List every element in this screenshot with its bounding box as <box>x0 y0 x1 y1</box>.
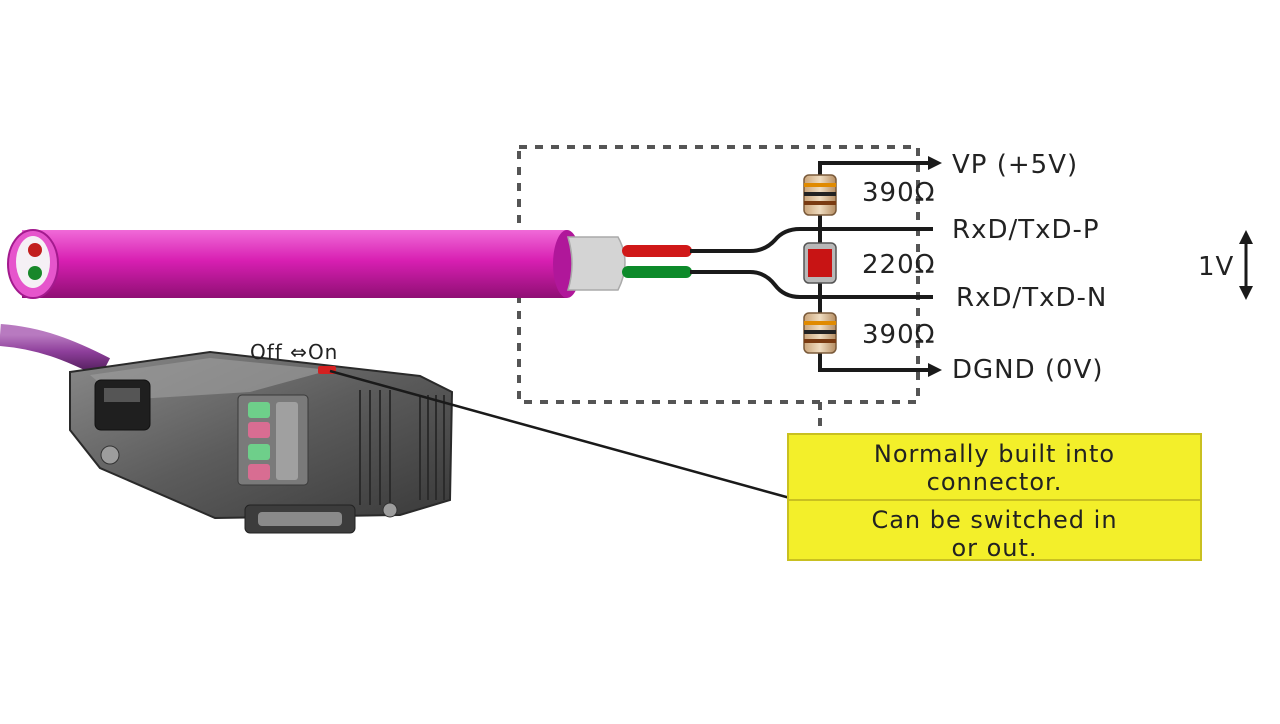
voltage-label: 1V <box>1198 252 1235 282</box>
note-divider <box>789 499 1200 501</box>
resistor-mid-220 <box>803 242 837 284</box>
rxd-txd-n-label: RxD/TxD-N <box>956 283 1108 313</box>
voltage-arrow <box>1239 230 1253 300</box>
switch-label: Off ⇔On <box>250 340 339 364</box>
resistor-top-390 <box>803 174 837 216</box>
circuit-wiring <box>690 161 933 372</box>
resistor-bot-390 <box>803 312 837 354</box>
resistor-mid-label: 220Ω <box>862 250 936 280</box>
red-wire-insulation <box>622 245 692 257</box>
rxd-txd-p-label: RxD/TxD-P <box>952 215 1100 245</box>
note-line-4: or out. <box>951 534 1038 562</box>
note-line-1: Normally built into <box>873 440 1116 468</box>
cable-shield <box>566 236 626 291</box>
note-box: Normally built into connector. Can be sw… <box>787 433 1202 562</box>
leader-line <box>329 369 791 500</box>
note-line-3: Can be switched in <box>871 506 1118 534</box>
dgnd-label: DGND (0V) <box>952 355 1104 385</box>
profibus-connector-image <box>0 324 454 534</box>
dgnd-arrow <box>928 363 942 377</box>
profibus-cable <box>7 229 581 299</box>
vp-label: VP (+5V) <box>952 150 1079 180</box>
note-line-2: connector. <box>926 468 1063 496</box>
vp-arrow <box>928 156 942 170</box>
green-wire-insulation <box>622 266 692 278</box>
connector-boundary-dashed <box>517 145 920 404</box>
resistor-top-label: 390Ω <box>862 178 936 208</box>
resistor-bot-label: 390Ω <box>862 320 936 350</box>
